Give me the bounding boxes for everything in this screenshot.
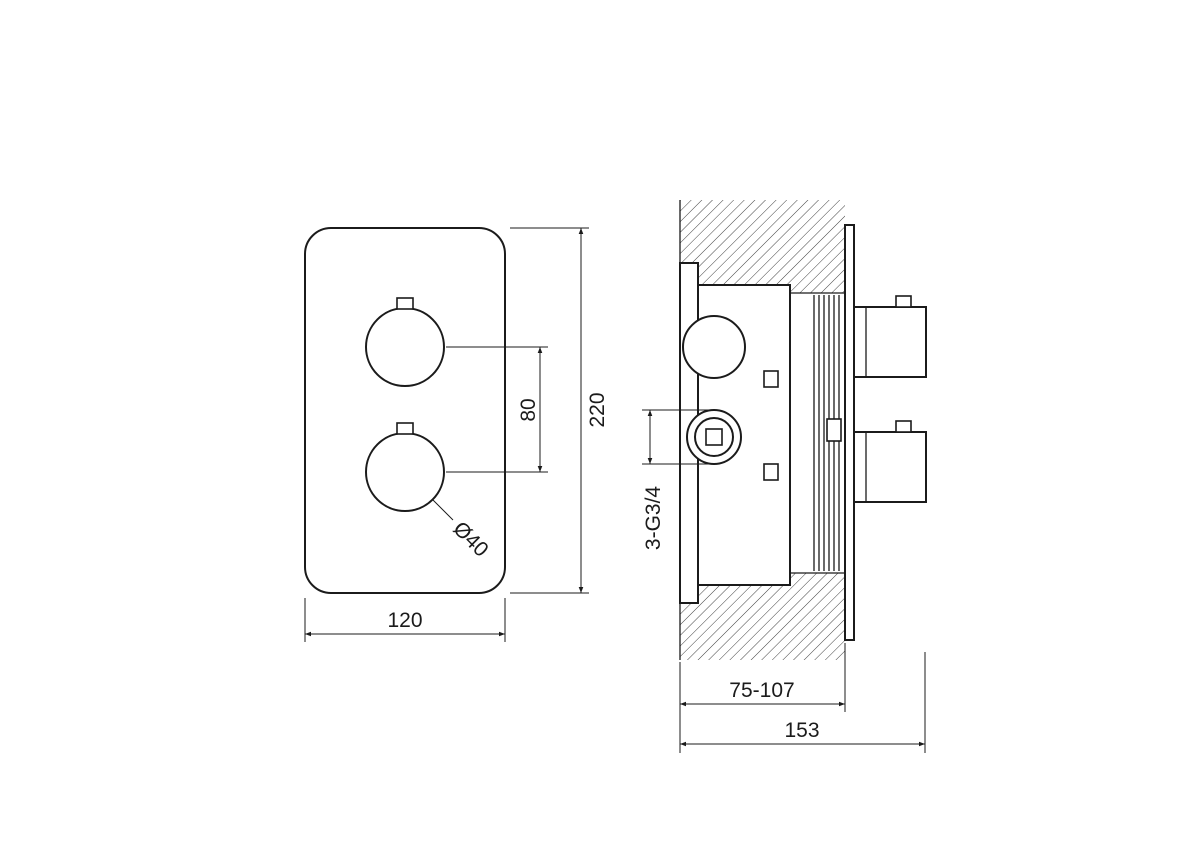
side-handle-bottom-tab [895, 420, 912, 433]
handle-bottom-indicator-tab [396, 422, 414, 435]
valve-body [679, 262, 845, 604]
handle-top [365, 297, 445, 387]
dim-depth-range: 75-107 [679, 643, 846, 753]
faceplate-outline [304, 227, 506, 594]
dim-depth-range-label: 75-107 [729, 679, 794, 702]
cover-plate-section [844, 224, 855, 641]
side-handle-top [853, 295, 927, 378]
dim-total-depth-label: 153 [784, 719, 819, 742]
dim-plate-height-label: 220 [586, 392, 609, 427]
dim-plate-width-label: 120 [387, 609, 422, 632]
side-view: 3-G3/4 75-107 153 [642, 200, 927, 753]
port-block-bottom [763, 463, 779, 481]
inlet-square-drive [705, 428, 723, 446]
dim-thread-label: 3-G3/4 [642, 486, 665, 551]
leader-line [431, 498, 454, 521]
sleeve-clip [826, 418, 842, 442]
side-handle-top-body [853, 306, 927, 378]
dim-handle-spacing-label: 80 [517, 398, 540, 421]
dim-plate-height: 220 [510, 227, 609, 594]
inlet-connection [686, 409, 742, 465]
port-block-top [763, 370, 779, 388]
handle-top-indicator-tab [396, 297, 414, 310]
dim-plate-width: 120 [304, 598, 506, 642]
side-handle-bottom-body [853, 431, 927, 503]
handle-top-knob [365, 307, 445, 387]
dim-thread: 3-G3/4 [642, 409, 710, 551]
side-handle-bottom [853, 420, 927, 503]
cartridge-circle [682, 315, 746, 379]
side-handle-top-tab [895, 295, 912, 308]
dim-handle-spacing: 80 [446, 346, 548, 473]
handle-bottom [365, 422, 445, 512]
dim-overall-depth: 153 [680, 652, 926, 753]
front-view: 80 220 120 Ø40 [304, 227, 609, 642]
extension-sleeve [813, 295, 842, 571]
